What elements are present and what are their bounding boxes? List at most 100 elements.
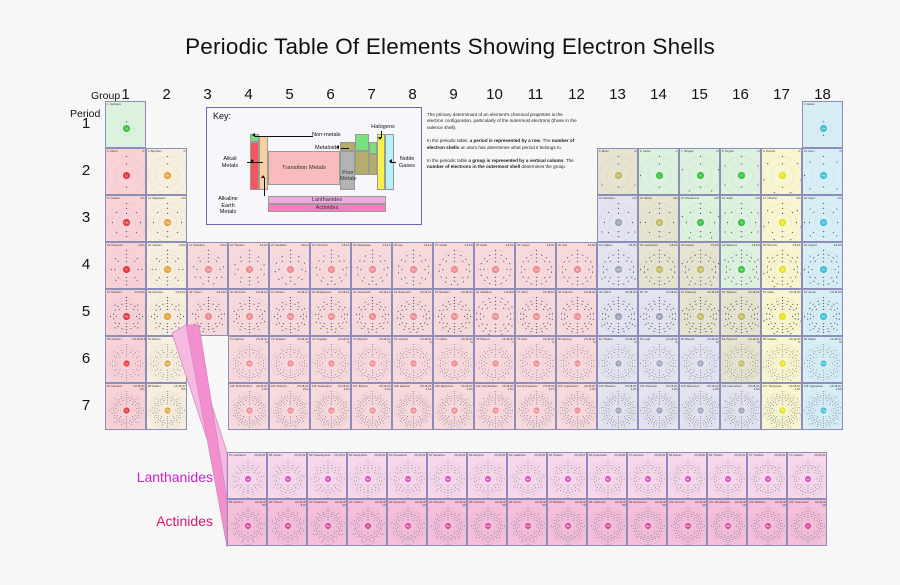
element-cell-o[interactable]: 8: Oxygen2,6O	[720, 148, 761, 195]
element-cell-y[interactable]: 39: Yttrium2,8,18,9,2Y	[187, 289, 228, 336]
element-cell-ba[interactable]: 56: Barium2,8,18,18,8,2Ba	[146, 336, 187, 383]
element-cell-mo[interactable]: 42: Molybdenum2,8,18,13,1Mo	[310, 289, 351, 336]
element-cell-pa[interactable]: 91: Protactinium2,8,18,32,20,9,2Pa	[307, 499, 347, 546]
element-cell-p[interactable]: 15: Phosphorus2,8,5P	[679, 195, 720, 242]
element-cell-ta[interactable]: 73: Tantalum2,8,18,32,11,2Ta	[269, 336, 310, 383]
element-cell-lu[interactable]: 71: Lutetium2,8,18,32,9,2Lu	[787, 452, 827, 499]
element-cell-co[interactable]: 27: Cobalt2,8,15,2Co	[433, 242, 474, 289]
element-cell-pb[interactable]: 82: Lead2,8,18,32,18,4Pb	[638, 336, 679, 383]
element-cell-mg[interactable]: 12: Magnesium2,8,2Mg	[146, 195, 187, 242]
element-cell-cf[interactable]: 98: Californium2,8,18,32,28,8,2Cf	[587, 499, 627, 546]
element-cell-ag[interactable]: 47: Silver2,8,18,18,1Ag	[515, 289, 556, 336]
element-cell-np[interactable]: 93: Neptunium2,8,18,32,22,9,2Np	[387, 499, 427, 546]
element-cell-bh[interactable]: 107: Bohrium2,8,18,32,32,13,2Bh	[351, 383, 392, 430]
element-cell-be[interactable]: 4: Beryllium2,2Be	[146, 148, 187, 195]
element-cell-tb[interactable]: 65: Terbium2,8,18,27,8,2Tb	[547, 452, 587, 499]
element-cell-rg[interactable]: 111: Roentgenium2,8,18,32,32,17,2Rg	[515, 383, 556, 430]
element-cell-ge[interactable]: 32: Germanium2,8,18,4Ge	[638, 242, 679, 289]
element-cell-pd[interactable]: 46: Palladium2,8,18,18Pd	[474, 289, 515, 336]
element-cell-cm[interactable]: 96: Curium2,8,18,32,25,9,2Cm	[507, 499, 547, 546]
element-cell-f[interactable]: 9: Fluorine2,7F	[761, 148, 802, 195]
element-cell-po[interactable]: 84: Polonium2,8,18,32,18,6Po	[720, 336, 761, 383]
element-cell-og[interactable]: 118: Oganesson2,8,18,32,32,18,8Og	[802, 383, 843, 430]
element-cell-nd[interactable]: 60: Neodymium2,8,18,22,8,2Nd	[347, 452, 387, 499]
element-cell-sn[interactable]: 50: Tin2,8,18,18,4Sn	[638, 289, 679, 336]
element-cell-th[interactable]: 90: Thorium2,8,18,32,18,10,2Th	[267, 499, 307, 546]
element-cell-tl[interactable]: 81: Thallium2,8,18,32,18,3Tl	[597, 336, 638, 383]
element-cell-pt[interactable]: 78: Platinum2,8,18,32,17,1Pt	[474, 336, 515, 383]
element-cell-n[interactable]: 7: Nitrogen2,5N	[679, 148, 720, 195]
element-cell-sr[interactable]: 38: Strontium2,8,18,8,2Sr	[146, 289, 187, 336]
element-cell-fl[interactable]: 114: Flerovium2,8,18,32,32,18,4Fl	[638, 383, 679, 430]
element-cell-br[interactable]: 35: Bromine2,8,18,7Br	[761, 242, 802, 289]
element-cell-ne[interactable]: 10: Neon2,8Ne	[802, 148, 843, 195]
element-cell-ga[interactable]: 31: Gallium2,8,18,3Ga	[597, 242, 638, 289]
element-cell-mc[interactable]: 115: Moscovium2,8,18,32,32,18,5Mc	[679, 383, 720, 430]
element-cell-sc[interactable]: 21: Scandium2,8,9,2Sc	[187, 242, 228, 289]
element-cell-er[interactable]: 68: Erbium2,8,18,30,8,2Er	[667, 452, 707, 499]
element-cell-se[interactable]: 34: Selenium2,8,18,6Se	[720, 242, 761, 289]
element-cell-hs[interactable]: 108: Hassium2,8,18,32,32,14,2Hs	[392, 383, 433, 430]
element-cell-es[interactable]: 99: Einsteinium2,8,18,32,29,8,2Es	[627, 499, 667, 546]
element-cell-al[interactable]: 13: Aluminium2,8,3Al	[597, 195, 638, 242]
element-cell-na[interactable]: 11: Sodium2,8,1Na	[105, 195, 146, 242]
element-cell-pu[interactable]: 94: Plutonium2,8,18,32,24,8,2Pu	[427, 499, 467, 546]
element-cell-tc[interactable]: 43: Technetium2,8,18,13,2Tc	[351, 289, 392, 336]
element-cell-sb[interactable]: 51: Antimony2,8,18,18,5Sb	[679, 289, 720, 336]
element-cell-lr[interactable]: 103: Lawrencium2,8,18,32,32,8,3Lr	[787, 499, 827, 546]
element-cell-te[interactable]: 52: Tellurium2,8,18,18,6Te	[720, 289, 761, 336]
element-cell-ts[interactable]: 117: Tennessine2,8,18,32,32,18,7Ts	[761, 383, 802, 430]
element-cell-zr[interactable]: 40: Zirconium2,8,18,10,2Zr	[228, 289, 269, 336]
element-cell-mt[interactable]: 109: Meitnerium2,8,18,32,32,15,2Mt	[433, 383, 474, 430]
element-cell-bk[interactable]: 97: Berkelium2,8,18,32,27,8,2Bk	[547, 499, 587, 546]
element-cell-db[interactable]: 105: Dubnium2,8,18,32,32,11,2Db	[269, 383, 310, 430]
element-cell-ce[interactable]: 58: Cerium2,8,18,19,9,2Ce	[267, 452, 307, 499]
element-cell-h[interactable]: 1: Hydrogen1H	[105, 101, 146, 148]
element-cell-rb[interactable]: 37: Rubidium2,8,18,8,1Rb	[105, 289, 146, 336]
element-cell-rh[interactable]: 45: Rhodium2,8,18,16,1Rh	[433, 289, 474, 336]
element-cell-in[interactable]: 49: Indium2,8,18,18,3In	[597, 289, 638, 336]
element-cell-yb[interactable]: 70: Ytterbium2,8,18,32,8,2Yb	[747, 452, 787, 499]
element-cell-ir[interactable]: 77: Iridium2,8,18,32,15,2Ir	[433, 336, 474, 383]
element-cell-mn[interactable]: 25: Manganese2,8,13,2Mn	[351, 242, 392, 289]
element-cell-bi[interactable]: 83: Bismuth2,8,18,32,18,5Bi	[679, 336, 720, 383]
element-cell-re[interactable]: 75: Rhenium2,8,18,32,13,2Re	[351, 336, 392, 383]
element-cell-b[interactable]: 5: Boron2,3B	[597, 148, 638, 195]
element-cell-cu[interactable]: 29: Copper2,8,18,1Cu	[515, 242, 556, 289]
element-cell-nh[interactable]: 113: Nihonium2,8,18,32,32,18,3Nh	[597, 383, 638, 430]
element-cell-kr[interactable]: 36: Krypton2,8,18,8Kr	[802, 242, 843, 289]
element-cell-k[interactable]: 19: Potassium2,8,8,1K	[105, 242, 146, 289]
element-cell-fm[interactable]: 100: Fermium2,8,18,32,30,8,2Fm	[667, 499, 707, 546]
element-cell-cd[interactable]: 48: Cadmium2,8,18,18,2Cd	[556, 289, 597, 336]
element-cell-ni[interactable]: 28: Nickel2,8,16,2Ni	[474, 242, 515, 289]
element-cell-gd[interactable]: 64: Gadolinium2,8,18,25,9,2Gd	[507, 452, 547, 499]
element-cell-eu[interactable]: 63: Europium2,8,18,25,8,2Eu	[467, 452, 507, 499]
element-cell-cs[interactable]: 55: Caesium2,8,18,18,8,1Cs	[105, 336, 146, 383]
element-cell-as[interactable]: 33: Arsenic2,8,18,5As	[679, 242, 720, 289]
element-cell-si[interactable]: 14: Silicon2,8,4Si	[638, 195, 679, 242]
element-cell-tm[interactable]: 69: Thulium2,8,18,31,8,2Tm	[707, 452, 747, 499]
element-cell-rn[interactable]: 86: Radon2,8,18,32,18,8Rn	[802, 336, 843, 383]
element-cell-pm[interactable]: 61: Promethium2,8,18,23,8,2Pm	[387, 452, 427, 499]
element-cell-hg[interactable]: 80: Mercury2,8,18,32,18,2Hg	[556, 336, 597, 383]
element-cell-u[interactable]: 92: Uranium2,8,18,32,21,9,2U	[347, 499, 387, 546]
element-cell-ar[interactable]: 18: Argon2,8,8Ar	[802, 195, 843, 242]
element-cell-fe[interactable]: 26: Iron2,8,14,2Fe	[392, 242, 433, 289]
element-cell-ho[interactable]: 67: Holmium2,8,18,29,8,2Ho	[627, 452, 667, 499]
element-cell-nb[interactable]: 41: Niobium2,8,18,12,1Nb	[269, 289, 310, 336]
element-cell-cr[interactable]: 24: Chromium2,8,13,1Cr	[310, 242, 351, 289]
element-cell-li[interactable]: 3: Lithium2,1Li	[105, 148, 146, 195]
element-cell-sm[interactable]: 62: Samarium2,8,18,24,8,2Sm	[427, 452, 467, 499]
element-cell-at[interactable]: 85: Astatine2,8,18,32,18,7At	[761, 336, 802, 383]
element-cell-au[interactable]: 79: Gold2,8,18,32,18,1Au	[515, 336, 556, 383]
element-cell-he[interactable]: 2: Helium2He	[802, 101, 843, 148]
element-cell-no[interactable]: 102: Nobelium2,8,18,32,32,8,2No	[747, 499, 787, 546]
element-cell-ru[interactable]: 44: Ruthenium2,8,18,15,1Ru	[392, 289, 433, 336]
element-cell-v[interactable]: 23: Vanadium2,8,11,2V	[269, 242, 310, 289]
element-cell-ds[interactable]: 110: Darmstadtium2,8,18,32,32,16,2Ds	[474, 383, 515, 430]
element-cell-rf[interactable]: 104: Rutherfordium2,8,18,32,32,10,2Rf	[228, 383, 269, 430]
element-cell-c[interactable]: 6: Carbon2,4C	[638, 148, 679, 195]
element-cell-cn[interactable]: 112: Copernicium2,8,18,32,32,18,2Cn	[556, 383, 597, 430]
element-cell-lv[interactable]: 116: Livermorium2,8,18,32,32,18,6Lv	[720, 383, 761, 430]
element-cell-sg[interactable]: 106: Seaborgium2,8,18,32,32,12,2Sg	[310, 383, 351, 430]
